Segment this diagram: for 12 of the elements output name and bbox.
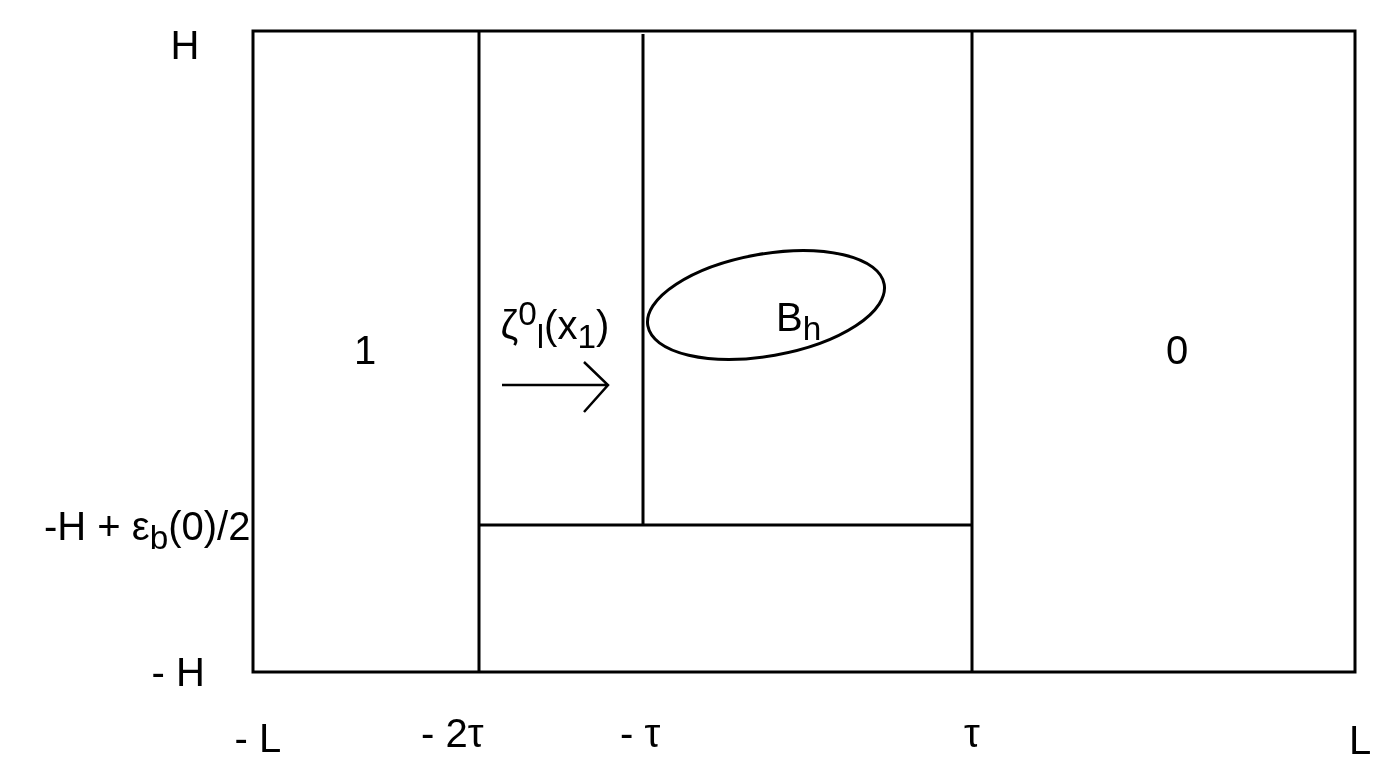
axis-label: - τ [620, 713, 661, 753]
axis-label: - L [234, 718, 282, 758]
region-label: B$_{h}$ [776, 297, 822, 346]
axis-label: - H [151, 652, 205, 692]
boundary-label: ζ$^{0}$$_{l}$(x$_{1}$) [500, 296, 610, 354]
axis-label: H [170, 25, 200, 65]
axis-label: L [1349, 720, 1372, 760]
axis-label: τ [964, 713, 980, 753]
axis-label: -H + ε$_{b}$(0)/2 [44, 506, 251, 555]
region-label: 1 [354, 330, 377, 370]
axis-label: - 2τ [421, 713, 484, 753]
region-label: 0 [1166, 330, 1189, 370]
